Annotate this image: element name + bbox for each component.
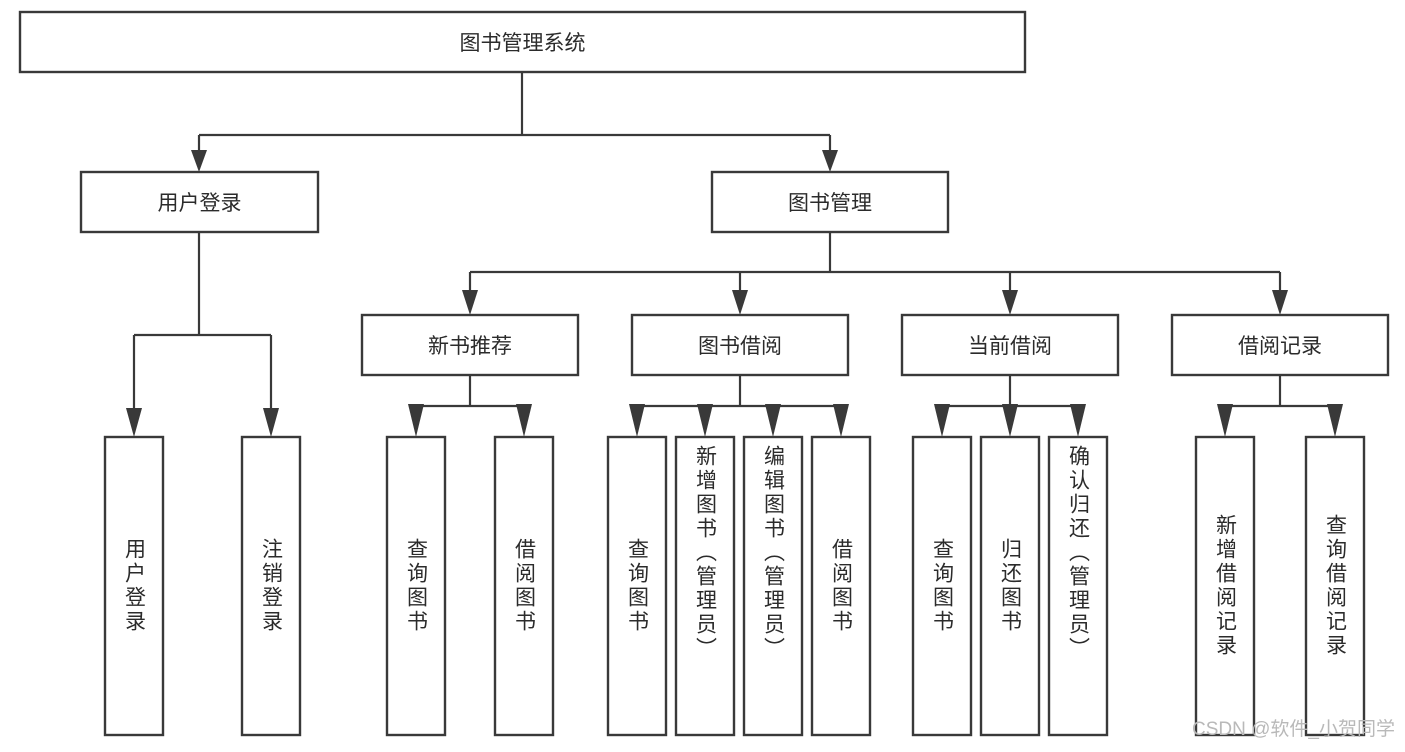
arrowhead-nb-leaf-1: [408, 404, 424, 437]
node-book-borrow[interactable]: [630, 313, 850, 377]
arrowhead-cb-leaf-2: [1002, 404, 1018, 437]
node-borrow-record[interactable]: [1170, 313, 1390, 377]
node-user-login[interactable]: [79, 170, 320, 234]
connector-group-borrow-record-to-leaves: [1217, 375, 1343, 437]
leaf-borrow-record-1[interactable]: [1304, 435, 1366, 737]
arrowhead-leaf-user-login: [126, 408, 142, 437]
connector-group-book-manage-to-level3: [462, 232, 1288, 315]
leaf-book-borrow-1[interactable]: [674, 435, 736, 737]
arrowhead-book-manage: [822, 150, 838, 172]
arrowhead-user-login: [191, 150, 207, 172]
node-book-manage[interactable]: [710, 170, 950, 234]
arrowhead-leaf-logout: [263, 408, 279, 437]
leaf-user-login-1[interactable]: [240, 435, 302, 737]
leaf-book-borrow-0[interactable]: [606, 435, 668, 737]
leaf-current-borrow-2[interactable]: [1047, 435, 1109, 737]
arrowhead-bb-leaf-3: [765, 404, 781, 437]
node-root-system[interactable]: [18, 10, 1027, 74]
arrowhead-bb-leaf-1: [629, 404, 645, 437]
arrowhead-current-borrow: [1002, 290, 1018, 315]
connector-group-root-to-level2: [191, 72, 838, 172]
connector-group-user-login-to-leaves: [126, 232, 279, 437]
leaf-book-borrow-3[interactable]: [810, 435, 872, 737]
connector-group-new-book-to-leaves: [408, 375, 532, 437]
leaf-current-borrow-0[interactable]: [911, 435, 973, 737]
leaf-user-login-0[interactable]: [103, 435, 165, 737]
leaf-borrow-record-0[interactable]: [1194, 435, 1256, 737]
node-new-book-recommend[interactable]: [360, 313, 580, 377]
arrowhead-bb-leaf-2: [697, 404, 713, 437]
leaf-new-book-1[interactable]: [493, 435, 555, 737]
arrowhead-cb-leaf-1: [934, 404, 950, 437]
arrowhead-br-leaf-2: [1327, 404, 1343, 437]
arrowhead-br-leaf-1: [1217, 404, 1233, 437]
arrowhead-bb-leaf-4: [833, 404, 849, 437]
connector-group-book-borrow-to-leaves: [629, 375, 849, 437]
arrowhead-new-book: [462, 290, 478, 315]
arrowhead-book-borrow: [732, 290, 748, 315]
leaf-book-borrow-2[interactable]: [742, 435, 804, 737]
arrowhead-nb-leaf-2: [516, 404, 532, 437]
leaf-current-borrow-1[interactable]: [979, 435, 1041, 737]
connector-group-current-borrow-to-leaves: [934, 375, 1086, 437]
leaf-new-book-0[interactable]: [385, 435, 447, 737]
arrowhead-borrow-record: [1272, 290, 1288, 315]
node-current-borrow[interactable]: [900, 313, 1120, 377]
arrowhead-cb-leaf-3: [1070, 404, 1086, 437]
